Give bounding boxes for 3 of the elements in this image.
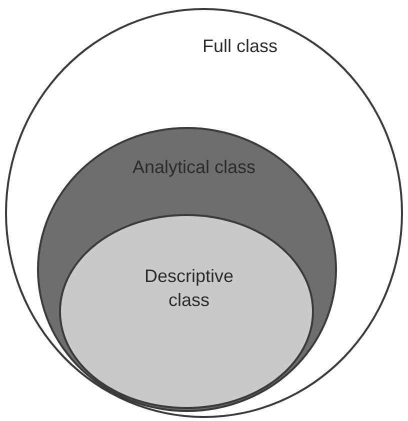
- set-label: Descriptive class: [143, 265, 235, 312]
- set-label: Analytical class: [131, 156, 257, 179]
- set-label: Full class: [201, 35, 278, 58]
